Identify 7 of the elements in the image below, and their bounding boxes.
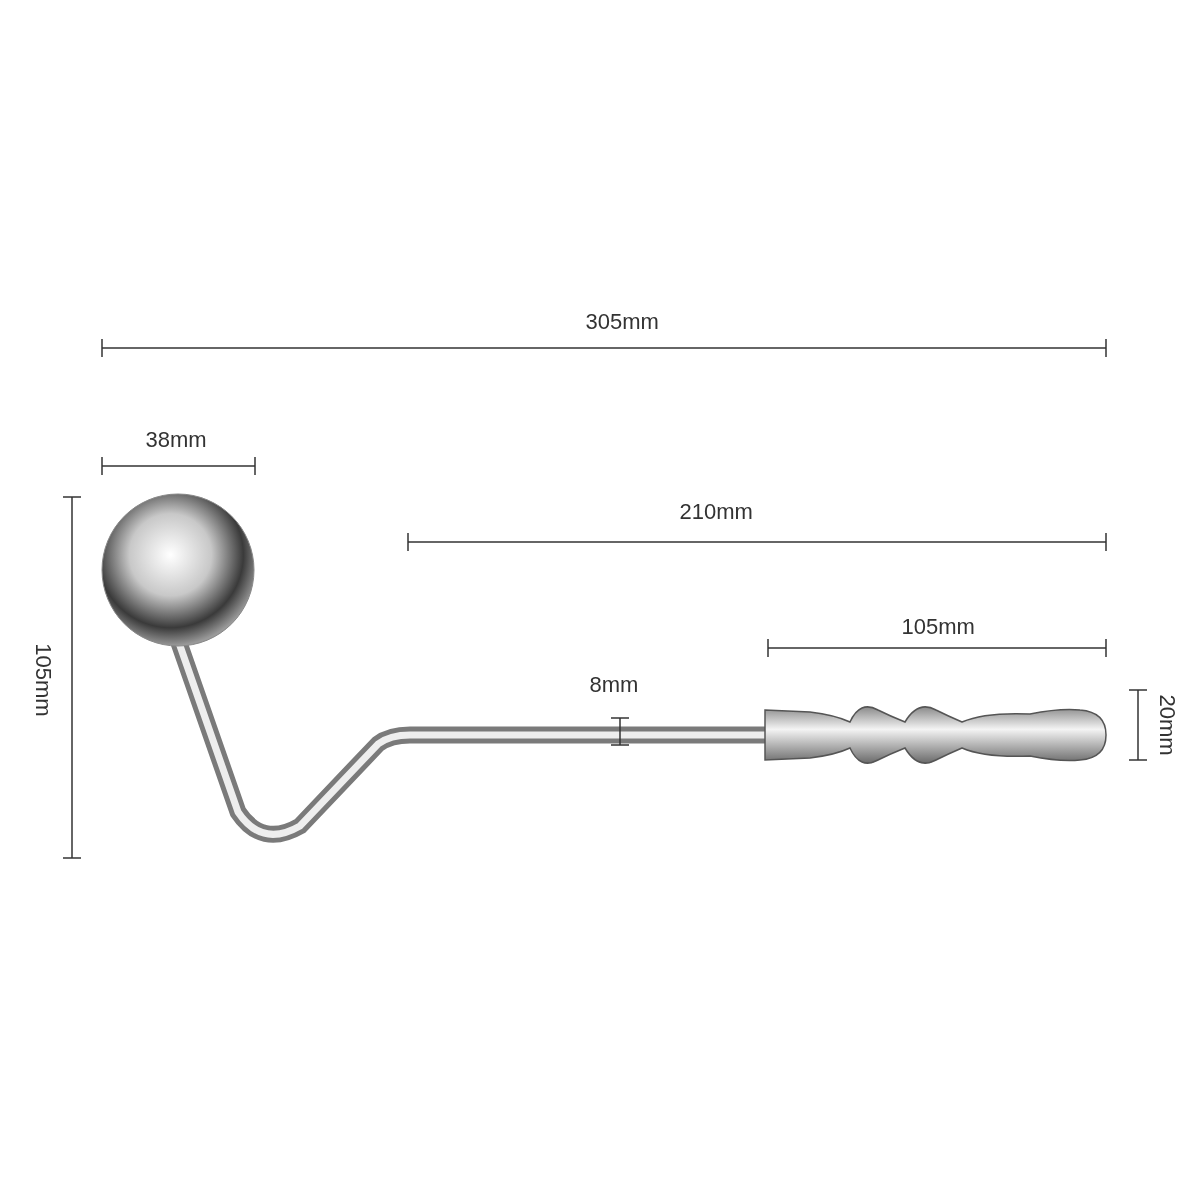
dimension-label: 105mm bbox=[901, 616, 975, 638]
dimension-label: 20mm bbox=[1155, 694, 1178, 756]
dimension-label: 210mm bbox=[679, 501, 753, 523]
dimension-label: 38mm bbox=[145, 429, 207, 451]
dimension-label: 8mm bbox=[589, 674, 639, 696]
dimension-label: 105mm bbox=[31, 643, 54, 717]
dimension-label: 305mm bbox=[585, 311, 659, 333]
